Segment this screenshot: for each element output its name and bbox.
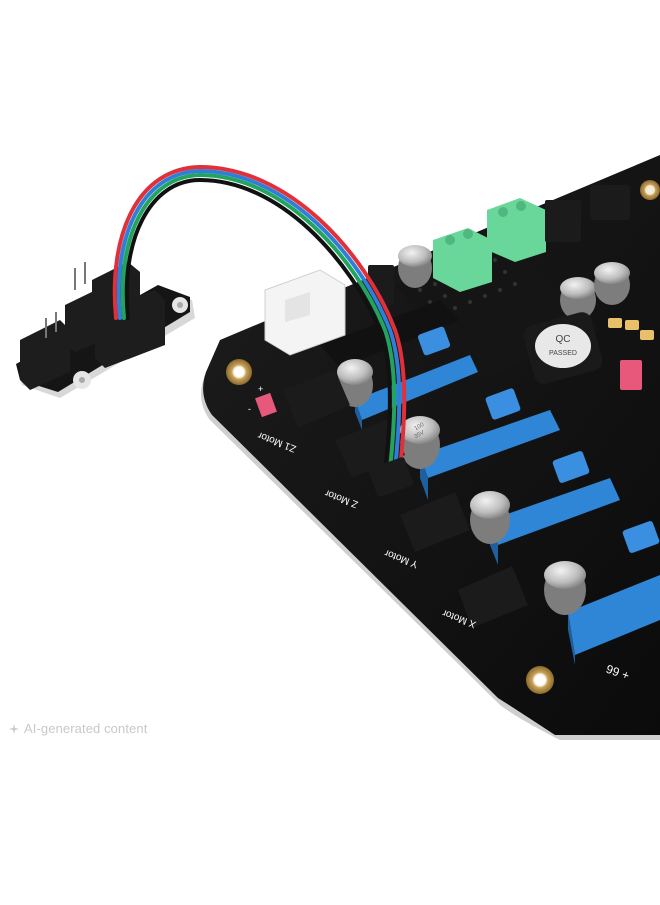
jumper-blocks	[417, 326, 660, 553]
driver-socket-4	[568, 575, 660, 665]
plus-label: +	[258, 384, 263, 394]
parallel-module	[16, 262, 195, 398]
pink-jumper	[620, 360, 642, 390]
ai-watermark: AI-generated content	[8, 721, 147, 736]
qc-passed-sticker: QC PASSED	[523, 312, 603, 384]
capacitor	[560, 277, 596, 320]
polarity-jumper	[255, 392, 277, 418]
qc-label: QC	[556, 334, 571, 345]
motor-connectors	[283, 370, 528, 628]
cable-connector	[368, 457, 414, 497]
four-wire-cable	[112, 164, 407, 472]
capacitor-marking: 100	[414, 422, 426, 433]
screw-terminal-1	[433, 228, 492, 292]
watermark-text: AI-generated content	[24, 721, 148, 736]
capacitor: 100 35V	[400, 416, 440, 469]
minus-label: -	[248, 404, 251, 414]
passed-label: PASSED	[549, 350, 577, 357]
sparkle-icon	[9, 723, 19, 734]
capacitor	[470, 491, 510, 544]
mount-hole-left	[226, 359, 252, 385]
smd-capacitors	[608, 318, 654, 340]
capacitor-marking: 35V	[413, 430, 425, 441]
mount-hole-bottom	[526, 666, 554, 694]
capacitor	[594, 262, 630, 305]
capacitor	[544, 561, 586, 615]
power-connector	[264, 269, 346, 356]
controller-board: 100 35V	[201, 155, 660, 740]
capacitor	[398, 245, 432, 288]
mount-hole-topright	[640, 180, 660, 200]
screw-terminal-2	[487, 198, 546, 262]
